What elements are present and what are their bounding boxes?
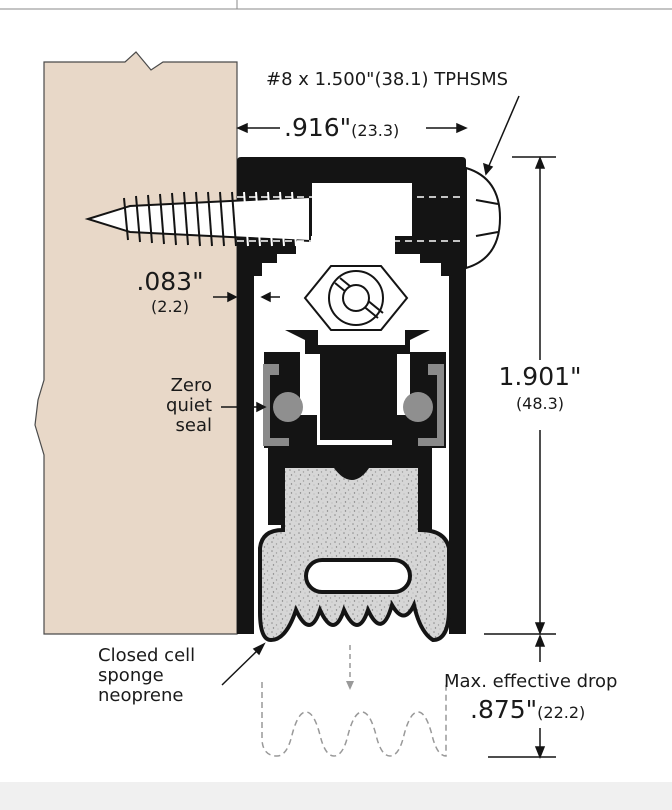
seal-label-line-2: quiet xyxy=(166,395,212,416)
sponge-label-line-1: Closed cell xyxy=(98,645,196,666)
drop-caption: Max. effective drop xyxy=(444,671,618,692)
seal-label-line-1: Zero xyxy=(170,375,212,396)
door-section xyxy=(34,51,238,635)
drop-mm: (22.2) xyxy=(537,703,586,722)
width-dimension xyxy=(236,122,468,134)
drop-arrow xyxy=(346,645,354,690)
height-dimension xyxy=(484,155,556,636)
drop-dimension xyxy=(488,633,556,760)
hex-nut xyxy=(303,265,409,331)
width-label: .916"(23.3) xyxy=(284,113,400,143)
width-inch: .916" xyxy=(284,113,352,142)
sponge-neoprene-gasket xyxy=(258,464,451,643)
width-mm: (23.3) xyxy=(351,121,400,140)
wall-thickness-dimension xyxy=(213,291,280,303)
wall-inch: .083" xyxy=(136,267,204,296)
height-mm: (48.3) xyxy=(515,394,565,413)
wall-mm: (2.2) xyxy=(151,297,189,316)
gasket-slot xyxy=(304,558,412,594)
sponge-label-line-3: neoprene xyxy=(98,685,184,706)
header-divider xyxy=(0,0,672,10)
screw-spec-label: #8 x 1.500"(38.1) TPHSMS xyxy=(266,69,509,90)
extended-gasket-outline xyxy=(261,682,447,757)
zero-quiet-seal xyxy=(263,364,444,446)
height-inch: 1.901" xyxy=(498,362,582,391)
footer-band xyxy=(0,782,672,810)
seal-leader xyxy=(221,401,267,413)
seal-label-line-3: seal xyxy=(175,415,212,436)
drop-label: .875"(22.2) xyxy=(470,695,586,725)
screw-leader xyxy=(482,95,520,176)
screw xyxy=(84,166,502,270)
drop-inch: .875" xyxy=(470,695,538,724)
sponge-leader xyxy=(221,642,266,686)
sponge-label-line-2: sponge xyxy=(98,665,164,686)
